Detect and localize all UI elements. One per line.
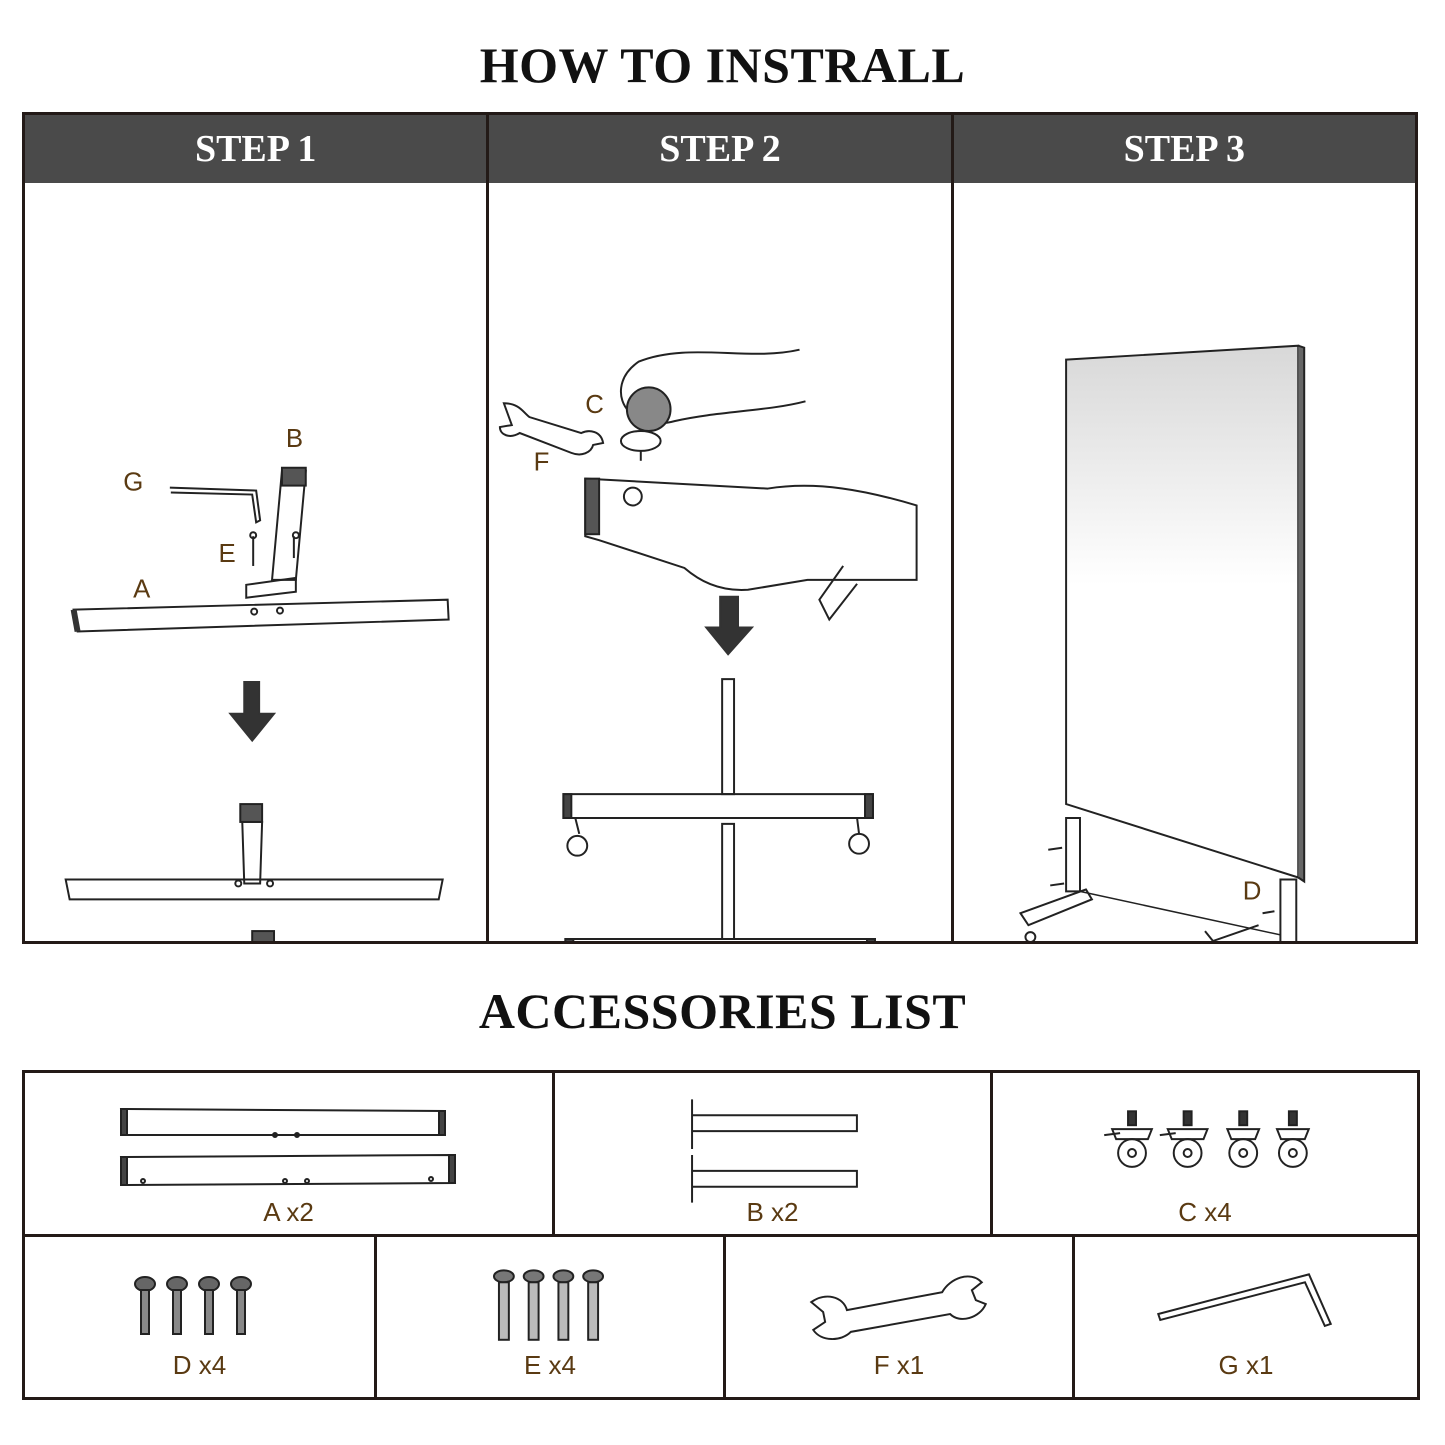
step-1-illustration: B G E A xyxy=(25,183,486,941)
callout-e: E xyxy=(218,540,235,568)
step-2-illustration: C F xyxy=(489,183,950,941)
accessory-e-label: E x4 xyxy=(523,1350,577,1380)
step-1-diagram: B G E A xyxy=(64,425,450,941)
accessory-a: A x2 xyxy=(25,1073,552,1234)
post-icon xyxy=(691,1099,858,1203)
accessories-title: ACCESSORIES LIST xyxy=(478,983,967,1039)
callout-c: C xyxy=(586,391,605,419)
accessory-g: G x1 xyxy=(1072,1234,1417,1397)
step-3-header: STEP 3 xyxy=(953,115,1415,183)
accessory-a-label: A x2 xyxy=(263,1197,314,1227)
long-screw-icon xyxy=(492,1269,605,1341)
bar-icon xyxy=(119,1107,457,1187)
accessory-d-label: D x4 xyxy=(172,1350,227,1380)
step-2: STEP 2 xyxy=(486,115,951,941)
step-1: STEP 1 xyxy=(25,115,487,941)
accessory-b: B x2 xyxy=(552,1073,990,1234)
callout-g-step3: G xyxy=(1173,939,1193,941)
accessory-d: D x4 xyxy=(25,1234,374,1397)
callout-f: F xyxy=(534,449,550,477)
step-2-diagram: C F xyxy=(499,348,918,941)
caster-icon xyxy=(1104,1110,1311,1168)
steps-panel: STEP 1 xyxy=(22,112,1418,944)
callout-b: B xyxy=(286,425,303,453)
accessory-b-label: B x2 xyxy=(746,1197,799,1227)
step-3-illustration: D G xyxy=(954,183,1415,941)
accessory-e: E x4 xyxy=(374,1234,723,1397)
step-2-header: STEP 2 xyxy=(489,115,951,183)
callout-d: D xyxy=(1242,877,1261,905)
callout-g: G xyxy=(123,469,143,497)
accessory-f: F x1 xyxy=(723,1234,1072,1397)
accessory-f-label: F x1 xyxy=(873,1350,925,1380)
page-title: HOW TO INSTRALL xyxy=(479,37,966,93)
accessories-panel: A x2 B x2 C x4 xyxy=(22,1070,1420,1400)
short-screw-icon xyxy=(134,1276,252,1335)
step-1-header: STEP 1 xyxy=(25,115,487,183)
step-3-diagram: D G xyxy=(1018,344,1305,941)
hex-key-icon xyxy=(1156,1273,1333,1328)
accessory-c: C x4 xyxy=(990,1073,1417,1234)
wrench-icon xyxy=(809,1275,988,1341)
accessory-c-label: C x4 xyxy=(1178,1197,1232,1227)
callout-a: A xyxy=(133,576,151,604)
accessory-g-label: G x1 xyxy=(1218,1350,1274,1380)
step-3: STEP 3 xyxy=(950,115,1415,941)
